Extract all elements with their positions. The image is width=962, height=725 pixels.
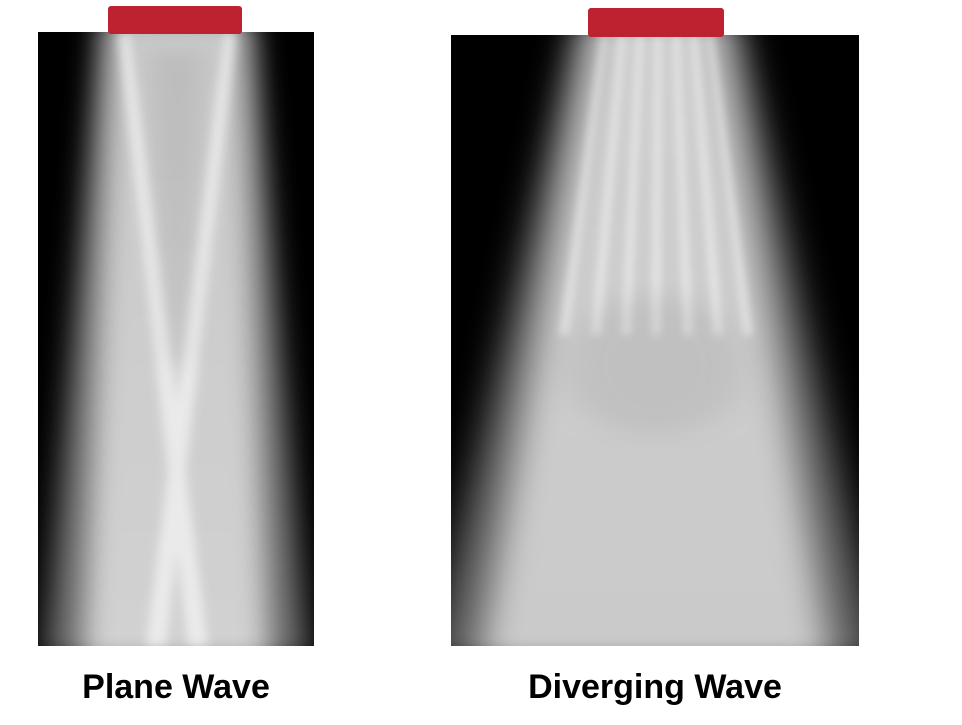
plane-wave-beam-image [38, 32, 314, 646]
plane-wave-field [38, 32, 314, 646]
diverging-wave-field [451, 35, 859, 646]
plane-streak-left [118, 32, 208, 646]
diverging-wave-transducer [588, 8, 724, 37]
diverging-wave-beam-image [451, 35, 859, 646]
plane-center-shade [150, 52, 204, 362]
plane-wave-caption: Plane Wave [82, 668, 270, 706]
plane-wave-transducer [108, 6, 242, 34]
diverging-wave-caption: Diverging Wave [528, 668, 782, 706]
plane-streak-right [146, 32, 236, 646]
